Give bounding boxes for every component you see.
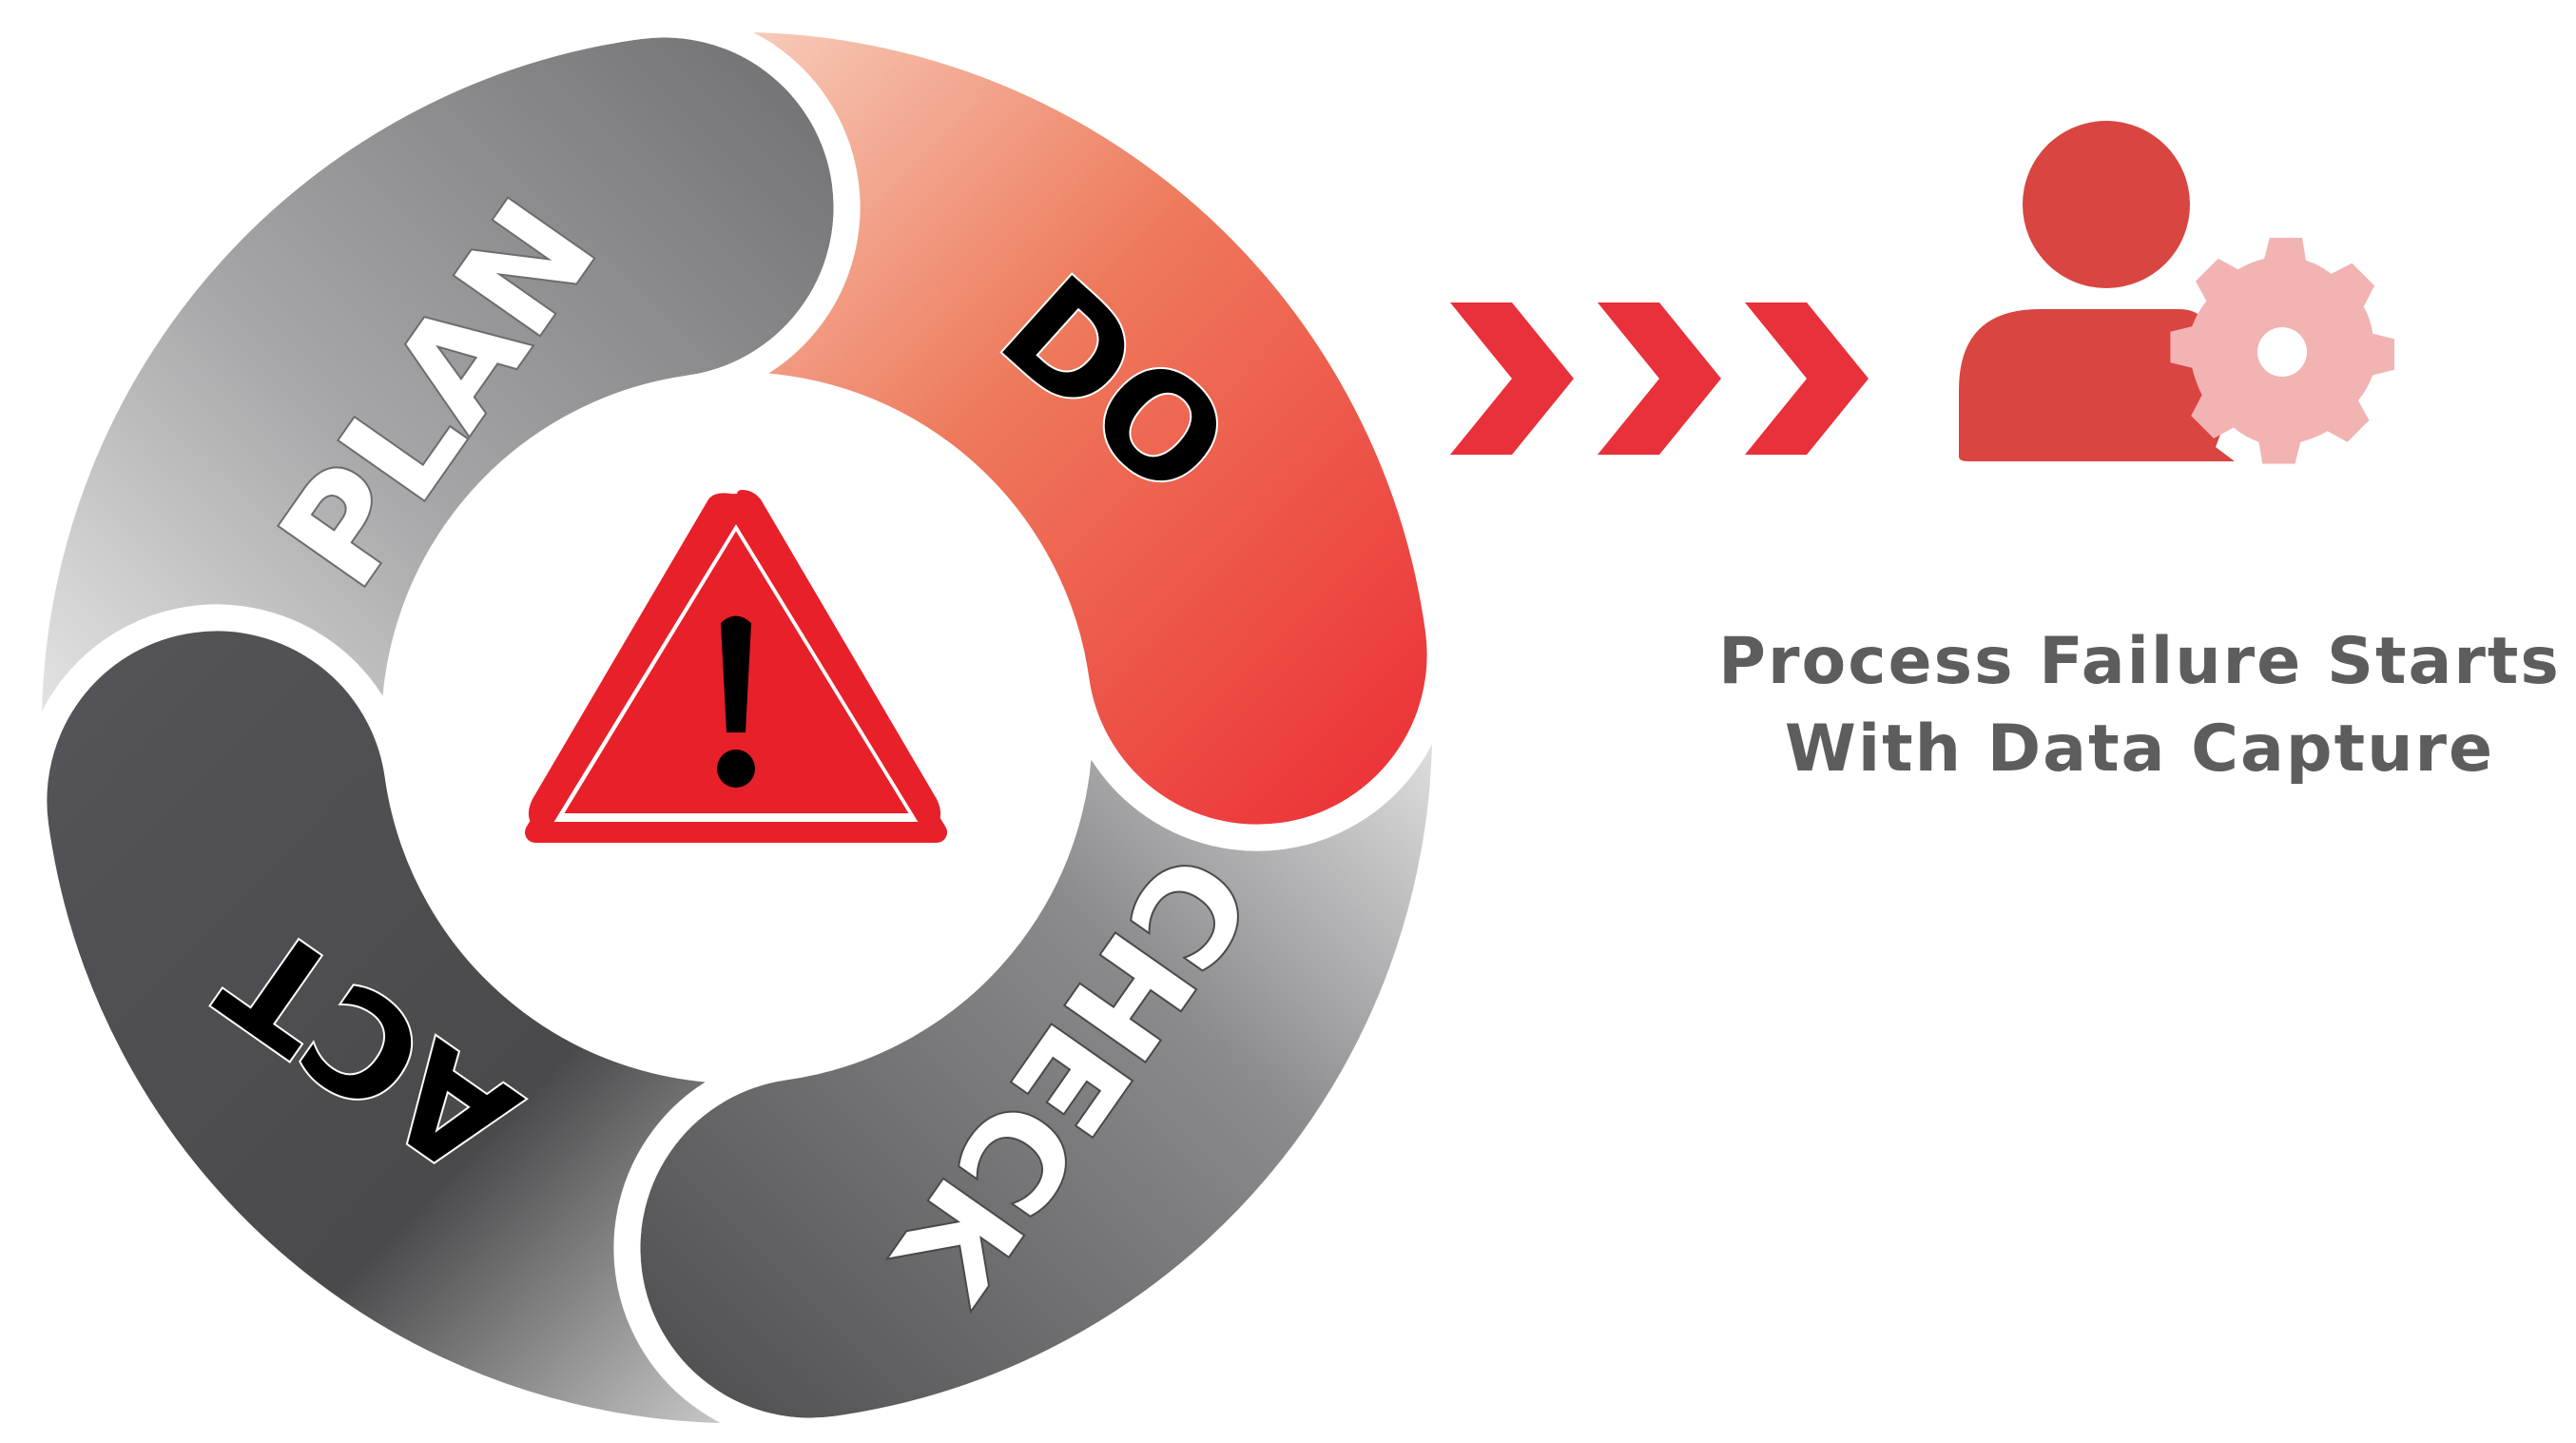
arrow-chevrons: [1450, 302, 1869, 455]
caption: Process Failure Starts With Data Capture: [1718, 624, 2561, 787]
act-segment: [20, 604, 849, 1443]
warning-triangle-icon: [525, 490, 947, 843]
do-segment: [625, 6, 1454, 850]
user-with-gear-icon: [1959, 121, 2394, 464]
chevron-right-icon: [1598, 302, 1721, 455]
chevron-right-icon: [1745, 302, 1869, 455]
pdca-ring: [15, 6, 1459, 1443]
chevron-right-icon: [1450, 302, 1574, 455]
caption-line-1: Process Failure Starts: [1718, 624, 2561, 699]
gear-icon: [2170, 238, 2394, 464]
caption-line-2: With Data Capture: [1785, 712, 2494, 787]
